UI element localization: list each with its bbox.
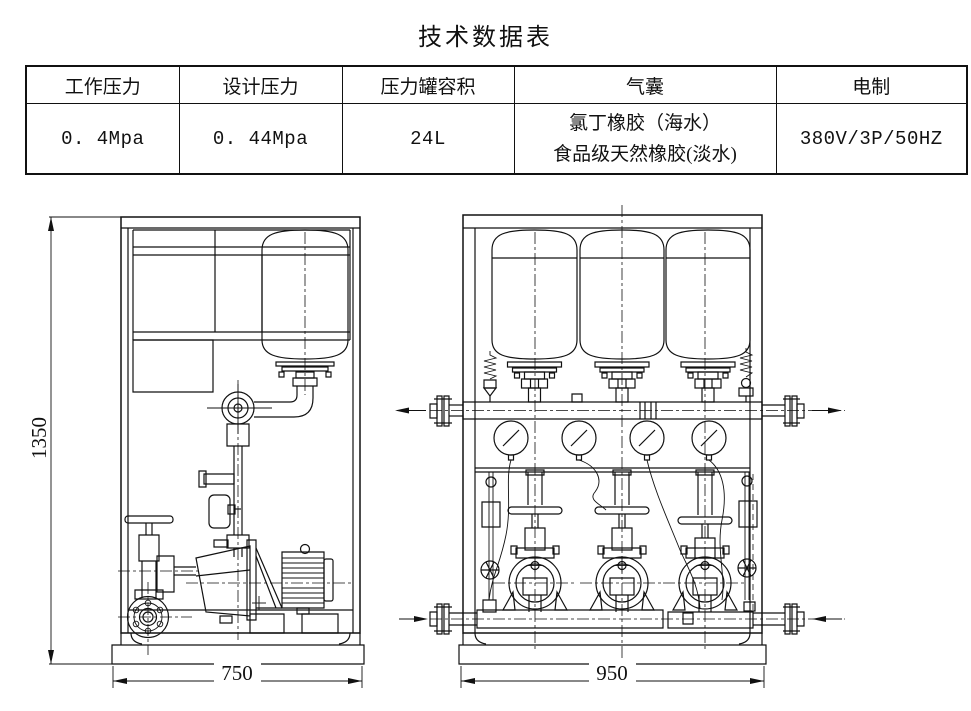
value-bladder: 氯丁橡胶（海水） 食品级天然橡胶(淡水) <box>513 103 777 175</box>
outflow-arrow-right <box>812 407 842 414</box>
dimension-750: 750 <box>113 661 362 688</box>
inflow-arrow-left <box>399 616 428 622</box>
pressure-gauge-icon <box>562 421 596 460</box>
upper-right-outlet-flange <box>762 396 804 426</box>
outflow-arrow-left <box>395 407 426 414</box>
right-base <box>459 633 766 664</box>
dimension-950: 950 <box>461 661 764 688</box>
left-pressure-tank <box>262 230 348 395</box>
pressure-gauges <box>489 421 726 608</box>
pressure-switch <box>204 474 234 484</box>
lower-right-inlet-flange <box>753 604 804 634</box>
mounting-bracket <box>209 495 230 528</box>
right-level-assembly <box>738 472 757 628</box>
valve-handwheel <box>125 516 173 523</box>
lower-manifold <box>430 602 845 628</box>
triple-pump-unit-drawing: 950 <box>395 205 845 688</box>
pump-unit-3 <box>663 470 747 612</box>
page-title: 技术数据表 <box>418 25 553 51</box>
gauge-capillary-2 <box>579 460 606 510</box>
technical-data-table: 工作压力 设计压力 压力罐容积 气囊 电制 0. 4Mpa 0. 44Mpa 2… <box>25 65 968 175</box>
dimension-1350: 1350 <box>27 217 121 664</box>
header-electrical: 电制 <box>775 65 968 104</box>
safety-valve-left <box>484 351 496 402</box>
safety-valve-right <box>739 348 753 402</box>
pump-unit-2 <box>580 470 664 612</box>
pressure-gauge-icon <box>692 421 726 460</box>
pressure-tank-2 <box>580 230 664 359</box>
bladder-seawater: 氯丁橡胶（海水） <box>568 112 721 134</box>
lower-left-inlet-flange <box>430 604 477 634</box>
upper-manifold <box>430 394 845 419</box>
pressure-gauge-icon <box>630 421 664 460</box>
value-design-pressure: 0. 44Mpa <box>178 103 343 175</box>
left-motor <box>186 380 352 640</box>
left-elbow-pipe <box>207 384 313 434</box>
height-dimension-label: 1350 <box>27 417 51 459</box>
left-level-assembly <box>481 472 500 612</box>
inflow-arrow-right <box>812 616 842 622</box>
gauge-capillary-3 <box>647 460 700 608</box>
header-tank-volume: 压力罐容积 <box>341 65 515 104</box>
value-electrical: 380V/3P/50HZ <box>775 103 968 175</box>
pressure-gauge-icon <box>494 421 528 460</box>
tank-flanges <box>508 362 736 402</box>
inlet-flange <box>118 582 192 655</box>
bladder-freshwater: 食品级天然橡胶(淡水) <box>553 143 737 165</box>
valve-handwheel <box>678 517 732 524</box>
width-dimension-label: 750 <box>221 661 253 685</box>
valve-handwheel <box>508 507 562 514</box>
value-working-pressure: 0. 4Mpa <box>25 103 180 175</box>
table-value-row: 0. 4Mpa 0. 44Mpa 24L 氯丁橡胶（海水） 食品级天然橡胶(淡水… <box>25 103 968 175</box>
left-shelf-structure <box>133 230 350 392</box>
width-dimension-label: 950 <box>596 661 628 685</box>
single-pump-unit-drawing: 750 1350 <box>27 217 364 688</box>
left-riser-pipe <box>199 424 249 557</box>
valve-handwheel <box>595 507 649 514</box>
left-frame <box>121 217 360 633</box>
upper-left-outlet-flange <box>430 396 463 426</box>
left-pedestals <box>250 614 338 633</box>
control-box <box>133 340 213 392</box>
pressure-tank-1 <box>492 230 577 359</box>
left-suction-valve <box>118 516 200 599</box>
pressure-tank-3 <box>666 230 750 359</box>
